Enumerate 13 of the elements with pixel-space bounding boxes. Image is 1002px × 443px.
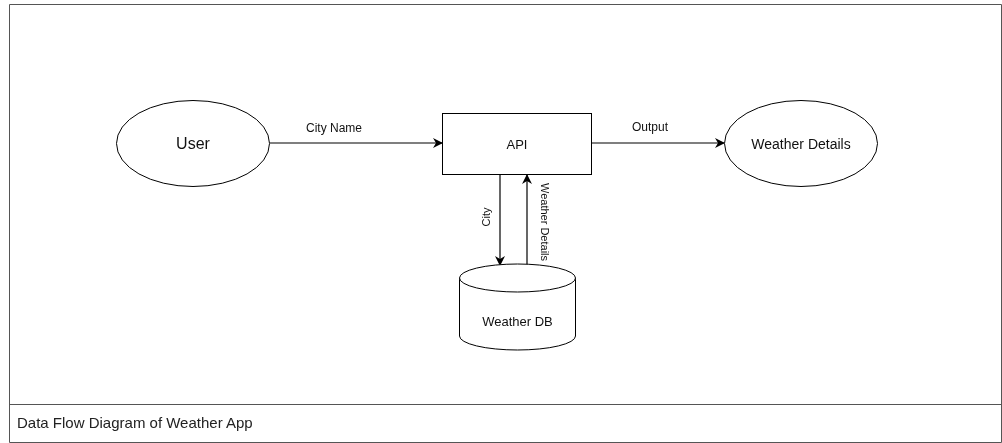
node-label: Weather Details	[751, 135, 851, 152]
edge-label: City	[479, 207, 493, 227]
arrow	[591, 138, 725, 148]
node-label: API	[506, 136, 528, 152]
node-label: Weather DB	[482, 313, 553, 329]
caption: Data Flow Diagram of Weather App	[17, 414, 253, 431]
edge-label: Output	[632, 120, 669, 134]
edge-label: Weather Details	[538, 182, 552, 262]
node-label: User	[176, 134, 210, 153]
arrow	[522, 174, 532, 266]
edge-label: City Name	[306, 121, 362, 135]
arrow	[269, 138, 443, 148]
arrow	[495, 174, 505, 266]
